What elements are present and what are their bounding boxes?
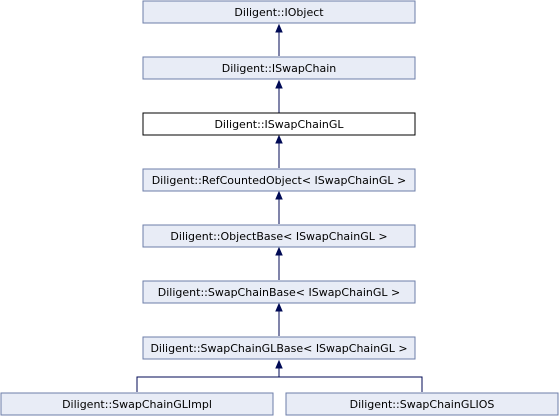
arrowhead-iobject xyxy=(275,23,283,33)
arrowhead-swapchainbase xyxy=(275,302,283,312)
node-label: Diligent::SwapChainGLImpl xyxy=(62,398,212,411)
edge-swapchainglios-swapchainglbase xyxy=(279,376,423,392)
node-label: Diligent::SwapChainBase< ISwapChainGL > xyxy=(158,286,400,299)
node-swapchainglios[interactable]: Diligent::SwapChainGLIOS xyxy=(285,392,559,416)
node-iswapchain[interactable]: Diligent::ISwapChain xyxy=(142,56,416,80)
node-label: Diligent::SwapChainGLBase< ISwapChainGL … xyxy=(150,342,407,355)
edges xyxy=(136,23,423,392)
node-label: Diligent::IObject xyxy=(234,6,324,19)
node-refcountedobject[interactable]: Diligent::RefCountedObject< ISwapChainGL… xyxy=(142,168,416,192)
arrowhead-objectbase xyxy=(275,246,283,256)
arrowhead-refcountedobject xyxy=(275,190,283,200)
node-label: Diligent::SwapChainGLIOS xyxy=(350,398,495,411)
arrowhead-swapchainglbase xyxy=(275,359,283,369)
node-objectbase[interactable]: Diligent::ObjectBase< ISwapChainGL > xyxy=(142,224,416,248)
node-label: Diligent::ObjectBase< ISwapChainGL > xyxy=(170,230,387,243)
node-swapchainbase[interactable]: Diligent::SwapChainBase< ISwapChainGL > xyxy=(142,280,416,304)
node-iswapchaingl[interactable]: Diligent::ISwapChainGL xyxy=(142,112,416,136)
arrowhead-iswapchain xyxy=(275,79,283,89)
edge-swapchainglimpl-swapchainglbase xyxy=(136,366,280,392)
node-label: Diligent::ISwapChainGL xyxy=(214,118,344,131)
node-label: Diligent::RefCountedObject< ISwapChainGL… xyxy=(152,174,407,187)
arrowhead-iswapchaingl xyxy=(275,134,283,144)
node-iobject[interactable]: Diligent::IObject xyxy=(142,0,416,24)
node-swapchainglbase[interactable]: Diligent::SwapChainGLBase< ISwapChainGL … xyxy=(142,336,416,360)
node-swapchainglimpl[interactable]: Diligent::SwapChainGLImpl xyxy=(0,392,274,416)
node-label: Diligent::ISwapChain xyxy=(222,62,336,75)
